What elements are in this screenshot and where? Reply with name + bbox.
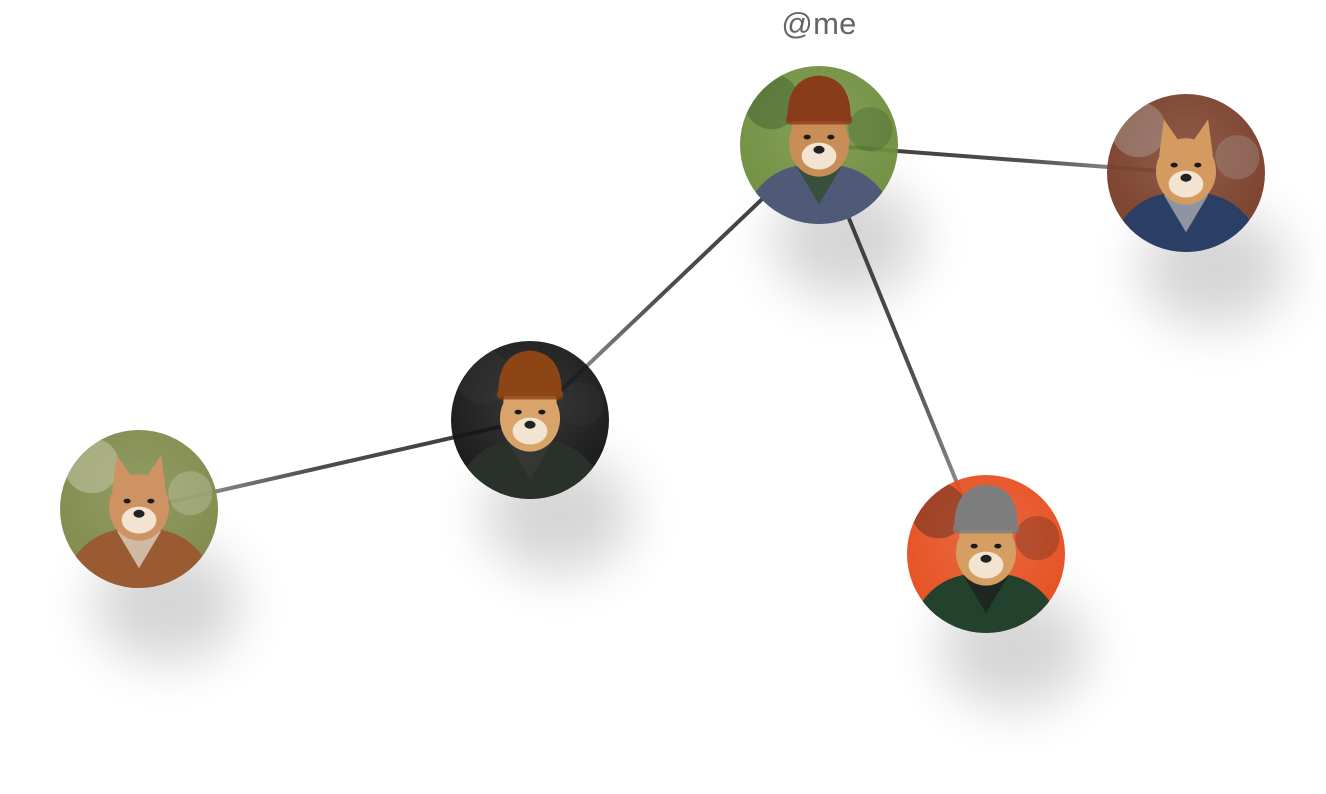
avatar-node-right[interactable] (1107, 94, 1265, 252)
graph-nodes (60, 66, 1265, 633)
shiba-beanie-dark-icon (451, 341, 609, 499)
shiba-plaid-cabin-icon (1107, 94, 1265, 252)
avatar-node-bottom[interactable] (907, 475, 1065, 633)
node-shadows (91, 180, 1290, 709)
shiba-sweater-autumn-icon (60, 430, 218, 588)
avatar-node-middle[interactable] (451, 341, 609, 499)
avatar-node-left[interactable] (60, 430, 218, 588)
me-label: @me (781, 6, 857, 41)
avatar-node-me[interactable] (740, 66, 898, 224)
shiba-beanie-forest-icon (740, 66, 898, 224)
shiba-nike-orange-icon (907, 475, 1065, 633)
